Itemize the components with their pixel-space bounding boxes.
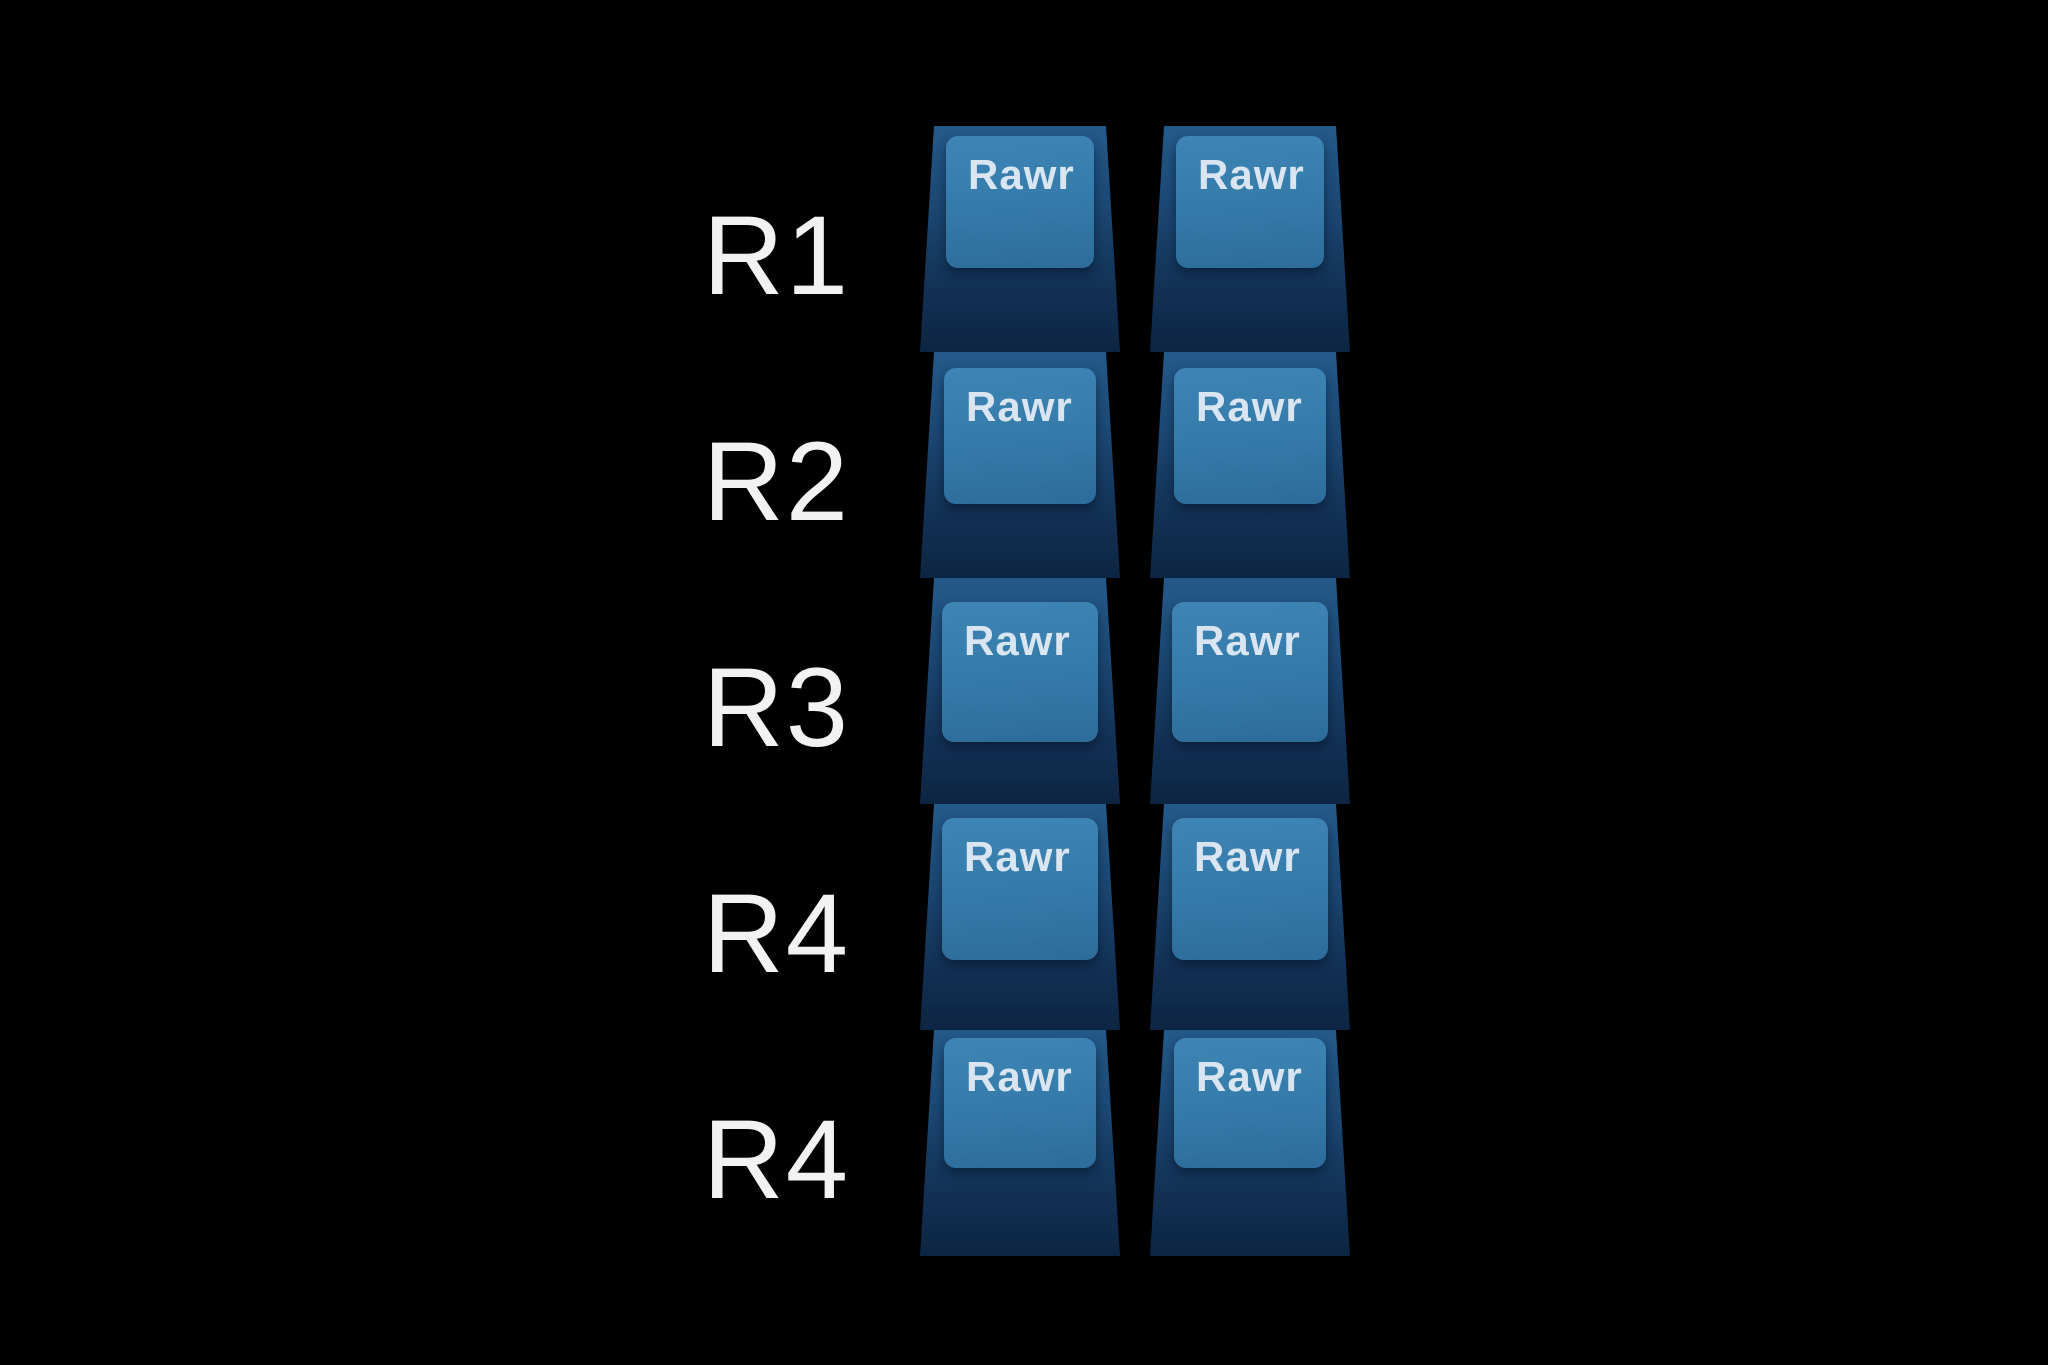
keycap-legend: Rawr <box>968 151 1075 198</box>
keycap-legend: Rawr <box>1194 833 1301 880</box>
keycap-top-face: Rawr <box>944 1038 1096 1168</box>
keycap-legend: Rawr <box>1196 1053 1303 1100</box>
keycap-top-face: Rawr <box>1176 136 1324 268</box>
keycap: Rawr <box>1150 804 1350 1030</box>
keycap: Rawr <box>1150 578 1350 804</box>
row-label: R2 <box>702 419 850 544</box>
keycap: Rawr <box>920 1030 1120 1256</box>
keycap-legend: Rawr <box>964 833 1071 880</box>
row-label: R4 <box>702 871 850 996</box>
keycap: Rawr <box>920 352 1120 578</box>
keycap-legend: Rawr <box>1196 383 1303 430</box>
keycap-top-face: Rawr <box>946 136 1094 268</box>
keycap: Rawr <box>1150 352 1350 578</box>
row-label: R3 <box>702 645 850 770</box>
keycap-top-face: Rawr <box>1174 1038 1326 1168</box>
keycap: Rawr <box>920 578 1120 804</box>
row-label: R4 <box>702 1097 850 1222</box>
keycap: Rawr <box>920 126 1120 352</box>
keycap-top-face: Rawr <box>944 368 1096 504</box>
keycap-legend: Rawr <box>1198 151 1305 198</box>
keycap-top-face: Rawr <box>942 602 1098 742</box>
row-label: R1 <box>702 193 850 318</box>
keycap-top-face: Rawr <box>1172 818 1328 960</box>
keycap-legend: Rawr <box>966 383 1073 430</box>
keycap-top-face: Rawr <box>1172 602 1328 742</box>
keycap-legend: Rawr <box>966 1053 1073 1100</box>
keycap-legend: Rawr <box>964 617 1071 664</box>
keycap-top-face: Rawr <box>1174 368 1326 504</box>
keycap: Rawr <box>1150 1030 1350 1256</box>
keycap-top-face: Rawr <box>942 818 1098 960</box>
keycap: Rawr <box>1150 126 1350 352</box>
keycap: Rawr <box>920 804 1120 1030</box>
keycap-legend: Rawr <box>1194 617 1301 664</box>
